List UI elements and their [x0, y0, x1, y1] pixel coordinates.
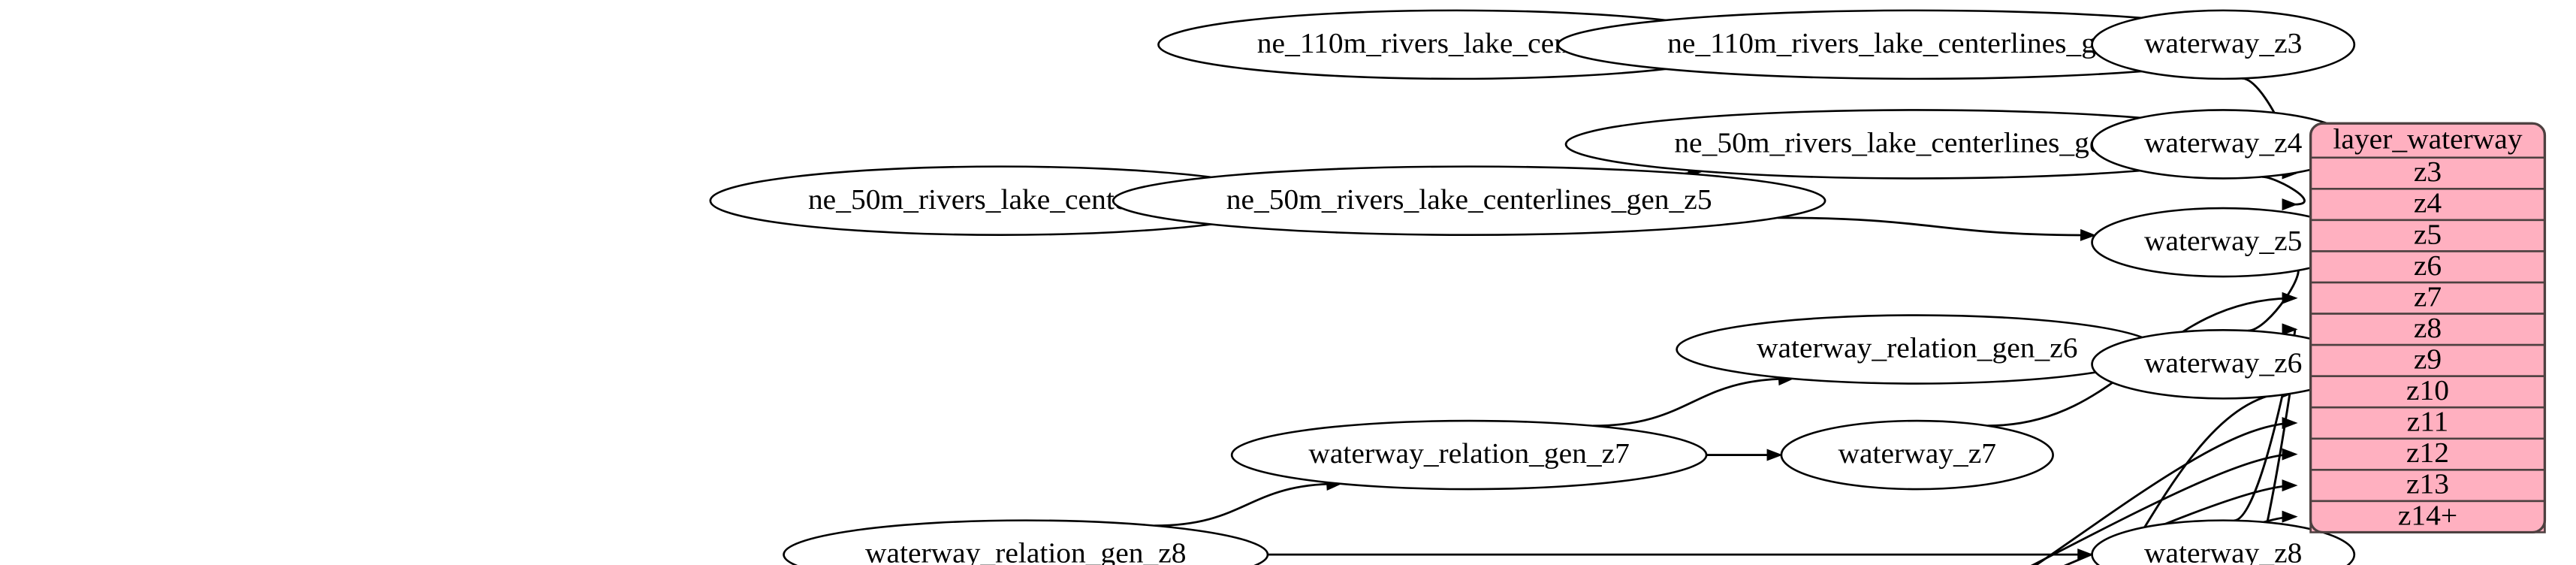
node-shape [1780, 419, 2054, 491]
node-shape [1230, 419, 1708, 491]
table-node-layer-waterway[interactable]: layer_waterwayz3z4z5z6z7z8z9z10z11z12z13… [2309, 122, 2547, 534]
edge-arrowhead [2282, 292, 2298, 304]
edge-ne_50m_rivers_lake_centerlines_gen_z5-to-waterway_z5 [1778, 216, 2094, 237]
edge-waterway_z12-to-layer_waterway_z12 [2030, 453, 2295, 565]
node-waterway_z3[interactable]: waterway_z3 [2091, 9, 2356, 80]
edge-arrowhead [2282, 417, 2298, 430]
table-row-z3[interactable] [2309, 156, 2546, 190]
node-shape [1112, 165, 1826, 236]
node-shape [2091, 519, 2356, 565]
edge-waterway_z11-to-layer_waterway_z11 [2034, 421, 2295, 565]
table-node-layer: layer_waterwayz3z4z5z6z7z8z9z10z11z12z13… [2309, 122, 2547, 534]
table-row-z4[interactable] [2309, 188, 2546, 222]
edge-waterway_relation_gen_z7-to-waterway_relation_gen_z6 [1593, 377, 1792, 428]
edge-arrowhead [2282, 510, 2298, 523]
edge-arrowhead [2080, 228, 2097, 241]
table-node-outline [2309, 122, 2547, 534]
table-row-z6[interactable] [2309, 250, 2546, 284]
node-waterway_z7[interactable]: waterway_z7 [1780, 419, 2054, 491]
table-row-z5[interactable] [2309, 219, 2546, 252]
edge-waterway_z4-to-layer_waterway_z4 [2261, 176, 2306, 206]
table-row-z13[interactable] [2309, 469, 2546, 503]
node-shape [1676, 314, 2159, 385]
node-ne_50m_rivers_lake_centerlines_gen_z5[interactable]: ne_50m_rivers_lake_centerlines_gen_z5 [1112, 165, 1826, 236]
table-row-z8[interactable] [2309, 313, 2546, 346]
node-shape [2091, 9, 2356, 80]
table-row-z11[interactable] [2309, 406, 2546, 440]
node-waterway_relation_gen_z7[interactable]: waterway_relation_gen_z7 [1230, 419, 1708, 491]
edge-arrowhead [2282, 323, 2298, 336]
edge-waterway_relation_gen_z8-to-waterway_relation_gen_z7 [1154, 482, 1340, 527]
node-shape [783, 519, 1269, 565]
edge-arrowhead [1766, 449, 1783, 461]
table-row-z9[interactable] [2309, 343, 2546, 377]
node-waterway_relation_gen_z6[interactable]: waterway_relation_gen_z6 [1676, 314, 2159, 385]
table-row-z10[interactable] [2309, 375, 2546, 409]
edge-arrowhead [2282, 198, 2298, 211]
edge-waterway_z13-to-layer_waterway_z13 [2063, 484, 2295, 565]
edge-arrowhead [2282, 448, 2298, 461]
table-row-z7[interactable] [2309, 281, 2546, 315]
node-waterway_relation_gen_z8[interactable]: waterway_relation_gen_z8 [783, 519, 1269, 565]
table-row-z14plus[interactable] [2309, 500, 2546, 533]
table-row-z12[interactable] [2309, 437, 2546, 471]
nodes-layer: imposm3osm_waterway_relationosm_waterway… [709, 9, 2356, 565]
edge-arrowhead [2282, 479, 2298, 492]
